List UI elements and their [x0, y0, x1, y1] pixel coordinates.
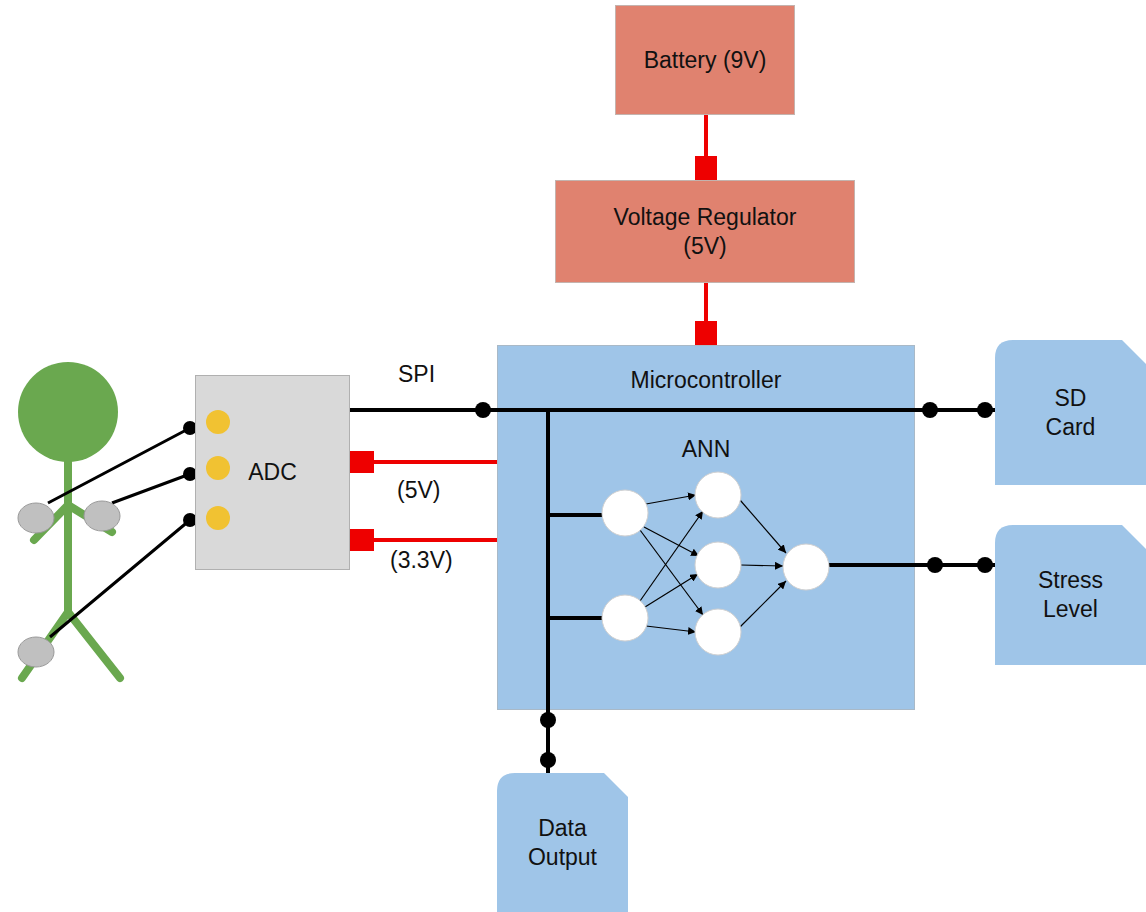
ann-heading: ANN [682, 435, 731, 464]
person-head [18, 362, 118, 462]
node-label: Voltage Regulator (5V) [590, 203, 820, 261]
wire-label: (3.3V) [390, 546, 453, 575]
node-label: Battery (9V) [644, 46, 767, 75]
node-label: Data Output [523, 814, 603, 872]
document-outline [995, 525, 1146, 665]
power-wire [704, 283, 708, 345]
power-wire [350, 460, 497, 464]
battery-box: Battery (9V) [615, 5, 795, 115]
node-label: Microcontroller [631, 366, 782, 395]
power-wire [350, 538, 497, 542]
node-label: ADC [248, 458, 297, 487]
ann-neuron [602, 472, 829, 655]
junction-dot [540, 712, 556, 728]
document-shape [995, 525, 1146, 665]
signal-wire [350, 408, 497, 412]
output-document: Stress Level [995, 525, 1146, 665]
document-outline [995, 340, 1146, 485]
wire-label: SPI [398, 360, 435, 389]
document-shape [497, 773, 628, 912]
electrode [84, 501, 120, 531]
power-wire [704, 115, 708, 180]
junction-dot [977, 557, 993, 573]
electrode-wire [48, 428, 190, 637]
junction-dot [540, 752, 556, 768]
adc-pin [206, 410, 230, 530]
electrode [18, 503, 54, 533]
document-shape [995, 340, 1146, 485]
regulator-box: Voltage Regulator (5V) [555, 180, 855, 283]
person-body [64, 455, 72, 615]
microcontroller-box: MicrocontrollerANN [497, 345, 915, 710]
ann-bus [497, 410, 915, 710]
junction-dot [475, 402, 491, 418]
document-outline [497, 773, 628, 912]
node-label: SD Card [1031, 384, 1111, 442]
electrode [18, 637, 54, 667]
node-label: Stress Level [1031, 566, 1111, 624]
junction-dot [927, 557, 943, 573]
output-document: SD Card [995, 340, 1146, 485]
output-document: Data Output [497, 773, 628, 912]
wire-label: (5V) [397, 476, 440, 505]
junction-dot [922, 402, 938, 418]
junction-dot [977, 402, 993, 418]
